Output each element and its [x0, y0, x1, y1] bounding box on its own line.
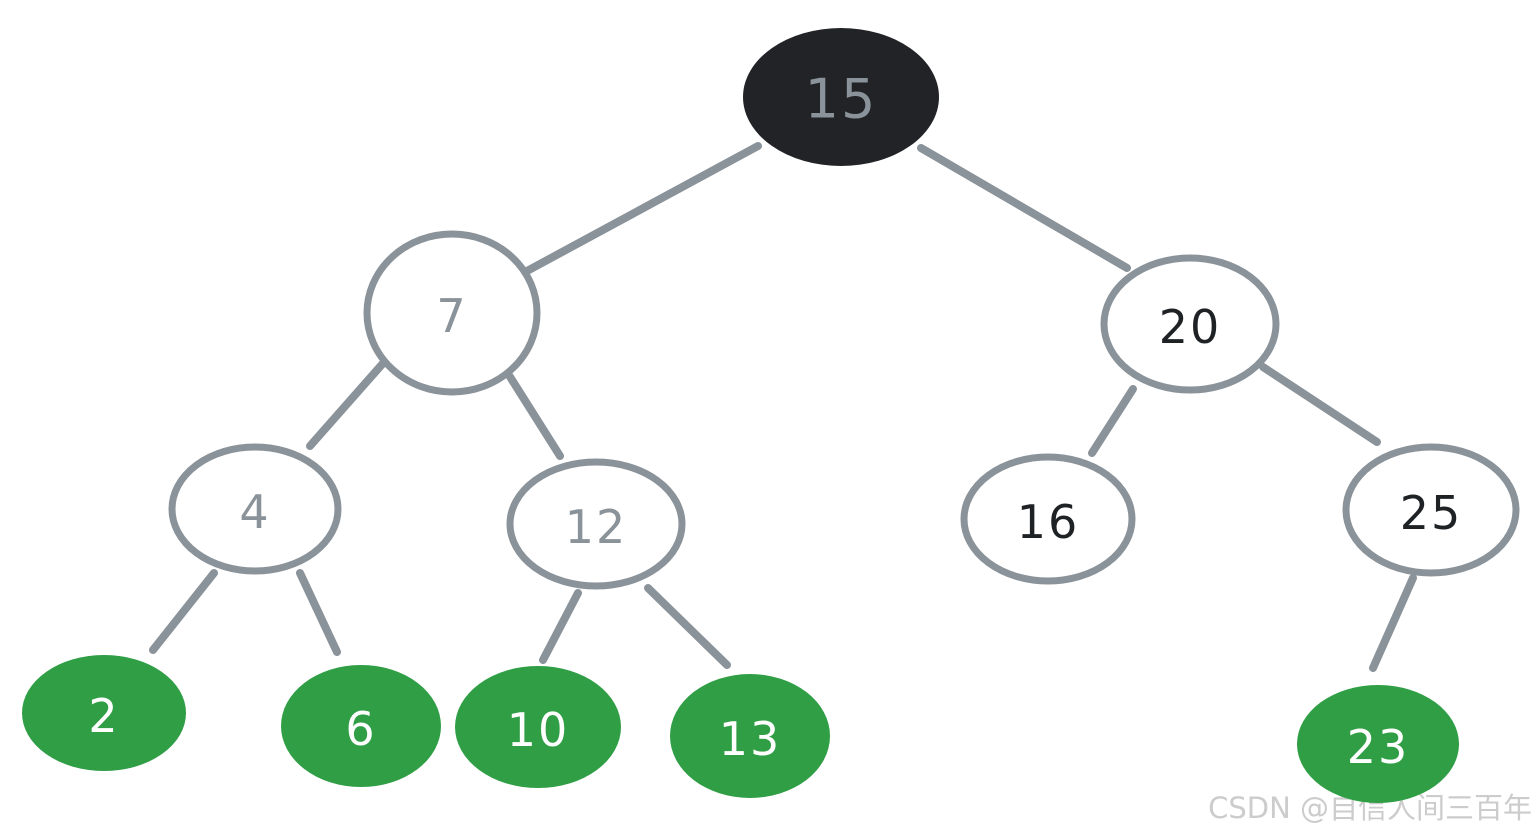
tree-node-15: 15 [743, 28, 939, 166]
tree-node-25: 25 [1342, 443, 1520, 577]
tree-edges [149, 142, 1417, 672]
tree-node-10: 10 [455, 666, 621, 788]
node-25-label: 25 [1400, 486, 1463, 540]
node-7-shape [363, 230, 541, 396]
edge-4-6 [296, 569, 341, 656]
tree-node-20: 20 [1100, 254, 1280, 394]
node-13-shape [670, 674, 830, 798]
node-12-label: 12 [565, 500, 628, 554]
node-23-label: 23 [1347, 720, 1410, 774]
edge-12-13 [644, 584, 731, 669]
edge-4-2 [149, 569, 218, 654]
node-20-label: 20 [1159, 300, 1222, 354]
edge-7-4 [306, 357, 389, 450]
node-15-label: 15 [805, 68, 878, 131]
node-2-label: 2 [88, 689, 119, 743]
node-10-label: 10 [507, 703, 570, 757]
tree-node-16: 16 [960, 453, 1136, 585]
edge-15-20 [917, 144, 1131, 272]
tree-node-4: 4 [168, 443, 342, 575]
node-16-shape [960, 453, 1136, 585]
tree-node-13: 13 [670, 674, 830, 798]
edge-7-12 [503, 368, 564, 460]
edge-12-10 [539, 589, 582, 664]
node-4-label: 4 [239, 485, 270, 539]
node-2-shape [22, 655, 186, 771]
tree-node-6: 6 [281, 665, 441, 787]
tree-node-12: 12 [506, 458, 686, 590]
tree-node-2: 2 [22, 655, 186, 771]
node-12-shape [506, 458, 686, 590]
node-4-shape [168, 443, 342, 575]
node-10-shape [455, 666, 621, 788]
node-20-shape [1100, 254, 1280, 394]
node-23-shape [1297, 685, 1459, 803]
node-6-label: 6 [345, 702, 376, 756]
node-13-label: 13 [719, 712, 782, 766]
tree-node-7: 7 [363, 230, 541, 396]
edge-15-7 [523, 142, 762, 275]
tree-node-23: 23 [1297, 685, 1459, 803]
node-7-label: 7 [436, 289, 467, 343]
edge-20-25 [1259, 363, 1381, 446]
node-25-shape [1342, 443, 1520, 577]
node-16-label: 16 [1017, 495, 1080, 549]
node-15-shape [743, 28, 939, 166]
node-6-shape [281, 665, 441, 787]
edge-20-16 [1088, 385, 1137, 457]
edge-25-23 [1369, 574, 1417, 672]
